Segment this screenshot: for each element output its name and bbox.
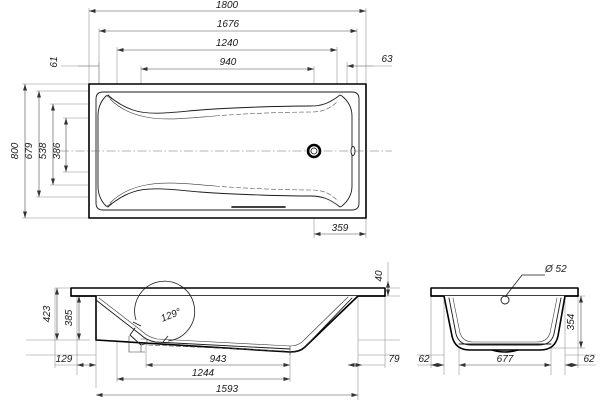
- backrest-ridge-top-upper: [109, 98, 216, 120]
- dim-inner-height: 385: [64, 309, 75, 326]
- dim-right-offset: 63: [381, 54, 393, 65]
- armrest-hidden-bottom: [214, 185, 339, 202]
- side-view-vertical-dimensions: [55, 288, 81, 340]
- dim-rim-inner-width: 679: [24, 142, 35, 159]
- dim-rim-thickness: 40: [374, 270, 385, 282]
- right-slope-edge-lower: [313, 195, 341, 208]
- overflow-hole-end-icon: [500, 295, 510, 305]
- angle-arrow-b: [162, 335, 169, 343]
- base-mark-end: [491, 349, 519, 353]
- dim-end-right-offset: 62: [583, 354, 595, 365]
- inner-wall-end: [448, 297, 562, 346]
- top-view-vertical-dimensions: [23, 84, 68, 218]
- dim-seat-length: 1240: [216, 38, 239, 49]
- dim-rim-inner-length: 1676: [217, 19, 240, 30]
- dim-end-base-width: 677: [497, 354, 514, 365]
- backrest-ridge-bottom-lower: [109, 182, 216, 204]
- angle-arc-129: [134, 280, 196, 342]
- dim-end-inner-height: 354: [566, 313, 577, 330]
- dim-end-left-offset: 62: [418, 354, 430, 365]
- dim-base-length: 1244: [192, 368, 215, 379]
- dim-inner-length: 1593: [216, 384, 239, 395]
- left-seat-edge: [106, 95, 113, 207]
- dim-overall-height: 423: [42, 305, 53, 322]
- backrest-thickness-side: [98, 297, 291, 347]
- dim-left-offset: 61: [49, 56, 60, 67]
- tub-rim-end: [430, 287, 579, 297]
- right-slope-edge-upper: [313, 94, 341, 107]
- dim-base-width: 386: [52, 142, 63, 159]
- drain-inner-icon: [310, 147, 318, 155]
- tub-rim-side: [70, 287, 386, 297]
- dim-left-foot: 129: [56, 354, 73, 365]
- tub-inner-rim-top: [95, 91, 360, 211]
- end-view-dimensions: [417, 296, 596, 367]
- dim-drain-offset: 359: [332, 223, 349, 234]
- view-end: Ø 52 354 677 62 62: [417, 264, 596, 375]
- inner-wall-thickness-end: [452, 297, 558, 343]
- view-top: 1800 1676 1240 940 61 63 800 679 538 386…: [10, 0, 393, 238]
- top-view-horizontal-dimensions: [61, 9, 392, 236]
- dim-overall-width: 800: [10, 142, 21, 159]
- dim-overall-length: 1800: [216, 0, 239, 11]
- dim-right-foot: 79: [388, 354, 400, 365]
- backrest-step-side: [129, 327, 149, 346]
- angle-square-mark: [140, 338, 148, 346]
- dim-base-flat: 943: [210, 354, 227, 365]
- angle-arrow-a: [132, 321, 142, 327]
- right-slope-thickness-side: [289, 296, 349, 347]
- right-slope-inner-side: [289, 297, 353, 353]
- overflow-leader-line: [504, 274, 545, 298]
- dim-overflow-diameter: Ø 52: [544, 264, 567, 275]
- dim-bowl-width: 538: [38, 142, 49, 159]
- side-view-horizontal-dimensions: [55, 363, 385, 397]
- overflow-hole-icon: [350, 146, 356, 156]
- drain-icon: [306, 143, 322, 159]
- base-hidden-side: [147, 344, 286, 352]
- view-side: 423 385 40 129° 129 943 1244 1593 79: [26, 262, 400, 400]
- dim-bowl-length: 940: [220, 57, 237, 68]
- armrest-hidden-top: [214, 100, 339, 117]
- tub-body-end: [430, 295, 579, 351]
